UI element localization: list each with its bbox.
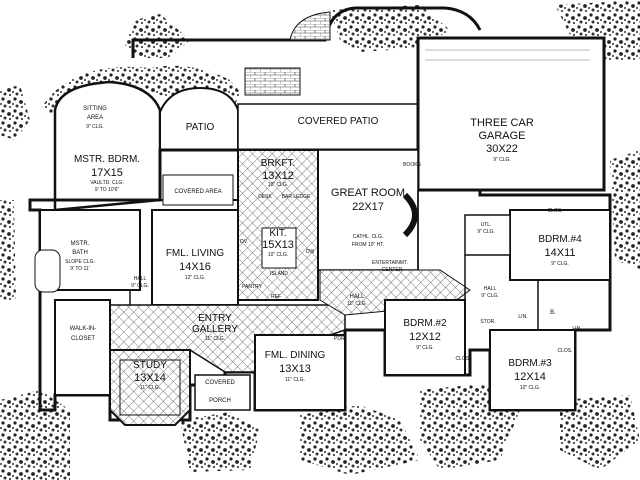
- study-ceiling: 11" CLG.: [140, 385, 160, 391]
- kitchen-ceiling: 10" CLG.: [268, 252, 288, 258]
- pantry-label: PANTRY: [242, 284, 262, 290]
- master-bedroom-label: MSTR. BDRM.: [74, 154, 140, 165]
- main-hall-ceiling: 11" CLG.: [347, 301, 367, 307]
- master-bedroom-size: 17X15: [91, 167, 123, 179]
- island-label: ISLAND: [270, 271, 288, 277]
- kitchen-size: 15X13: [262, 239, 294, 251]
- kitchen-label: KIT.: [269, 228, 286, 239]
- room-labels: SITTING AREA 9" CLG. MSTR. BDRM. 17X15 V…: [65, 106, 582, 404]
- sitting-area-label: SITTING: [83, 106, 107, 112]
- great-room-ceiling-2: FROM 10" HT.: [352, 242, 384, 248]
- left-hall-ceiling: 9" CLG.: [131, 283, 149, 289]
- covered-area-label: COVERED AREA: [174, 189, 221, 195]
- family-living-label: FML. LIVING: [166, 248, 225, 259]
- study-size: 13X14: [134, 372, 166, 384]
- walk-in-closet-label: WALK-IN-: [70, 326, 97, 332]
- great-room-label: GREAT ROOM: [331, 187, 405, 199]
- bedroom-4-ceiling: 9" CLG.: [551, 261, 569, 267]
- master-bath-label: MSTR.: [71, 241, 90, 247]
- formal-dining-size: 13X13: [279, 363, 311, 375]
- bedroom-3-ceiling: 10" CLG.: [520, 385, 540, 391]
- entertainment-label: ENTERTAINMT.: [372, 260, 408, 266]
- bedroom-3-size: 12X14: [514, 371, 546, 383]
- storage-label: STOR.: [480, 319, 495, 325]
- ref-label: REF: [271, 294, 281, 300]
- bar-ledge-label: BAR LEDGE: [282, 194, 311, 200]
- breakfast-label: BRKFT.: [261, 158, 295, 169]
- garage-label-2: GARAGE: [478, 130, 525, 142]
- dishwasher-label: DW: [306, 249, 315, 255]
- main-hall-label: HALL: [349, 294, 365, 300]
- left-hall-label: HALL: [134, 276, 147, 282]
- family-living-size: 14X16: [179, 261, 211, 273]
- desk-label: DESK: [258, 194, 272, 200]
- utility-ceiling: 9" CLG.: [477, 229, 495, 235]
- entry-label: ENTRY: [198, 313, 232, 324]
- covered-porch-label-2: PORCH: [209, 398, 231, 404]
- oven-label: OV.: [240, 239, 248, 245]
- master-bath-ceiling: SLOPE CLG.: [65, 259, 95, 265]
- linen-label: LIN.: [518, 314, 527, 320]
- sitting-area-ceiling: 9" CLG.: [86, 124, 104, 130]
- breakfast-size: 13X12: [262, 170, 294, 182]
- bedroom-2-label: BDRM.#2: [403, 318, 447, 329]
- books-label: BOOKS: [403, 162, 421, 168]
- formal-dining-label: FML. DINING: [265, 350, 326, 361]
- closet-label-bdrm2: CLOS.: [455, 356, 470, 362]
- garage-ceiling: 9" CLG.: [493, 157, 511, 163]
- bath-label: B.: [550, 310, 556, 316]
- bedroom-2-size: 12X12: [409, 331, 441, 343]
- closet-label-bdrm4: CLOS.: [547, 208, 562, 214]
- walls-structure: [28, 6, 612, 426]
- entry-ceiling: 11" CLG.: [205, 336, 225, 342]
- entertainment-label-2: CENTER: [382, 267, 403, 273]
- garage-size: 30X22: [486, 143, 518, 155]
- master-bedroom-ceiling: VAULTD. CLG.: [90, 180, 123, 186]
- family-living-ceiling: 12" CLG.: [185, 275, 205, 281]
- right-hall-ceiling: 9" CLG.: [481, 293, 499, 299]
- bedroom-4-size: 14X11: [545, 247, 576, 259]
- bedroom-4-label: BDRM.#4: [538, 234, 582, 245]
- master-bedroom-ceiling-2: 9' TO 10'6": [95, 187, 120, 193]
- formal-dining-ceiling: 11" CLG.: [285, 377, 305, 383]
- great-room-ceiling: CATHL. CLG.: [353, 234, 383, 240]
- utility-label: UTL.: [481, 222, 492, 228]
- sitting-area-label-2: AREA: [87, 115, 103, 121]
- study-label: STUDY: [133, 360, 167, 371]
- bedroom-2-ceiling: 9" CLG.: [416, 345, 434, 351]
- patio-label: PATIO: [186, 122, 215, 133]
- right-hall-label: HALL: [484, 286, 497, 292]
- covered-porch-label: COVERED: [205, 380, 235, 386]
- powder-room-label: PDR.: [334, 336, 346, 342]
- breakfast-ceiling: 10" CLG.: [268, 182, 288, 188]
- master-bath-ceiling-2: 9' TO 11': [70, 266, 89, 272]
- garage-label: THREE CAR: [470, 117, 534, 129]
- closet-label-bdrm3: CLOS.: [557, 348, 572, 354]
- entry-label-2: GALLERY: [192, 324, 238, 335]
- covered-patio-label: COVERED PATIO: [298, 116, 379, 127]
- linen-label-2: LIN.: [572, 326, 581, 332]
- great-room-size: 22X17: [352, 201, 384, 213]
- master-bath-label-2: BATH: [72, 250, 88, 256]
- bedroom-3-label: BDRM.#3: [508, 358, 552, 369]
- walk-in-closet-label-2: CLOSET: [71, 336, 95, 342]
